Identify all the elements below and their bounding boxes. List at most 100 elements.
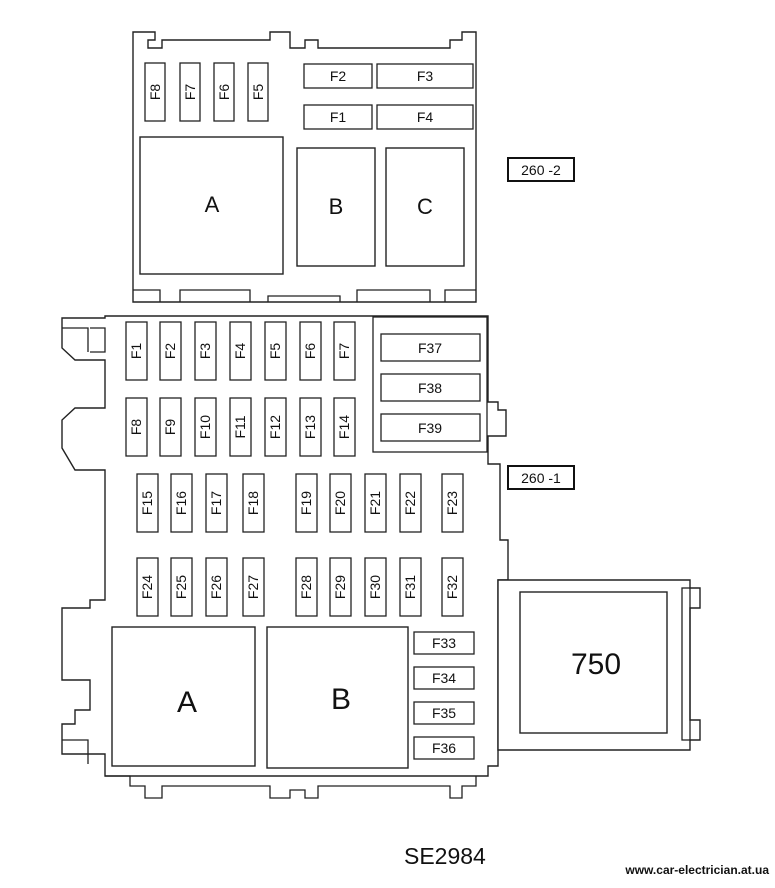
fuse-f30 [364, 557, 387, 617]
maxi-fuse-panel: F37 F38 F39 [372, 316, 488, 453]
upper-fuse-f7-label: F7 [182, 84, 198, 101]
fuse-f1 [125, 321, 148, 381]
fuse-f27-label: F27 [245, 575, 261, 599]
fuse-f16 [170, 473, 193, 533]
upper-horizontal-fuses: F2 F3 F1 F4 [303, 63, 474, 130]
fuse-f13 [299, 397, 322, 457]
fuse-f37-label: F37 [418, 340, 442, 356]
fuse-f23 [441, 473, 464, 533]
lower-relay-a-label: A [177, 686, 197, 719]
lower-relay-b [266, 626, 409, 769]
fuse-f39-label: F39 [418, 420, 442, 436]
fuse-f4 [229, 321, 252, 381]
upper-fuse-f3 [376, 63, 474, 89]
upper-relay-c [385, 147, 465, 267]
fuse-f32 [441, 557, 464, 617]
fuse-f39 [380, 413, 481, 442]
upper-fuse-f2 [303, 63, 373, 89]
fuse-f5-label: F5 [267, 343, 283, 360]
fuse-f38-label: F38 [418, 380, 442, 396]
fuse-row-3: F15 F16 F17 F18 F19 F20 F21 F22 F23 [136, 473, 464, 533]
fuse-f5 [264, 321, 287, 381]
fuse-f29-label: F29 [332, 575, 348, 599]
fuse-f17-label: F17 [208, 491, 224, 515]
fuse-f14 [333, 397, 356, 457]
fuse-f31-label: F31 [402, 575, 418, 599]
fuse-f24 [136, 557, 159, 617]
fuse-f9-label: F9 [162, 419, 178, 436]
fuse-f17 [205, 473, 228, 533]
upper-fuse-f8-label: F8 [147, 84, 163, 101]
fuse-f11 [229, 397, 252, 457]
fuse-f7-label: F7 [336, 343, 352, 360]
fuse-f34 [413, 666, 475, 690]
tag-260-1-label: 260 -1 [521, 470, 561, 486]
upper-fuse-f4 [376, 104, 474, 130]
upper-relay-a-label: A [205, 192, 220, 217]
fuse-f10 [194, 397, 217, 457]
fuse-f22-label: F22 [402, 491, 418, 515]
watermark-link[interactable]: www.car-electrician.at.ua [625, 863, 769, 877]
fuse-f1-label: F1 [128, 343, 144, 360]
fuse-f14-label: F14 [336, 415, 352, 439]
upper-relay-b [296, 147, 376, 267]
fuse-f33-label: F33 [432, 635, 456, 651]
side-relay-750-label: 750 [571, 648, 621, 681]
fuse-f30-label: F30 [367, 575, 383, 599]
fuse-f35-label: F35 [432, 705, 456, 721]
fuse-f25 [170, 557, 193, 617]
fuse-f2-label: F2 [162, 343, 178, 360]
upper-fuse-f5 [247, 62, 269, 122]
upper-fuse-f2-label: F2 [330, 68, 347, 84]
fuse-f3-label: F3 [197, 343, 213, 360]
fuse-f15-label: F15 [139, 491, 155, 515]
fuse-f6 [299, 321, 322, 381]
fuse-f3 [194, 321, 217, 381]
fuse-f16-label: F16 [173, 491, 189, 515]
side-fuses: F33 F34 F35 F36 [413, 631, 475, 760]
fuse-f10-label: F10 [197, 415, 213, 439]
fuse-f9 [159, 397, 182, 457]
fuse-f36-label: F36 [432, 740, 456, 756]
tag-260-2-label: 260 -2 [521, 162, 561, 178]
fuse-f31 [399, 557, 422, 617]
fuse-f28 [295, 557, 318, 617]
fuse-f34-label: F34 [432, 670, 456, 686]
fuse-f8-label: F8 [128, 419, 144, 436]
upper-fuse-f5-label: F5 [250, 84, 266, 101]
upper-fuse-f4-label: F4 [417, 109, 434, 125]
fuse-f29 [329, 557, 352, 617]
fuse-f18-label: F18 [245, 491, 261, 515]
fuse-f18 [242, 473, 265, 533]
fuse-f26 [205, 557, 228, 617]
fuse-f27 [242, 557, 265, 617]
fuse-f20 [329, 473, 352, 533]
fuse-f13-label: F13 [302, 415, 318, 439]
lower-relays: A B [111, 626, 409, 769]
upper-relay-b-label: B [329, 194, 344, 219]
fuse-f28-label: F28 [298, 575, 314, 599]
fuse-f12 [264, 397, 287, 457]
tag-260-1: 260 -1 [507, 465, 575, 490]
fuse-f8 [125, 397, 148, 457]
fuse-f21-label: F21 [367, 491, 383, 515]
fuse-f26-label: F26 [208, 575, 224, 599]
fuse-f38 [380, 373, 481, 402]
fuse-f19-label: F19 [298, 491, 314, 515]
upper-fuse-f1-label: F1 [330, 109, 347, 125]
upper-relay-c-label: C [417, 194, 433, 219]
upper-fuse-f3-label: F3 [417, 68, 434, 84]
fuse-f11-label: F11 [232, 415, 248, 438]
fuse-f36 [413, 736, 475, 760]
upper-relays: A B C [139, 136, 465, 275]
upper-fuse-f7 [179, 62, 201, 122]
fuse-f2 [159, 321, 182, 381]
fuse-row-1: F1 F2 F3 F4 F5 F6 F7 [125, 321, 356, 381]
lower-relay-b-label: B [331, 683, 351, 716]
upper-fuse-f8 [144, 62, 166, 122]
side-relay-750: 750 [497, 579, 701, 751]
upper-fuse-f6 [213, 62, 235, 122]
fuse-f33 [413, 631, 475, 655]
fuse-f7 [333, 321, 356, 381]
